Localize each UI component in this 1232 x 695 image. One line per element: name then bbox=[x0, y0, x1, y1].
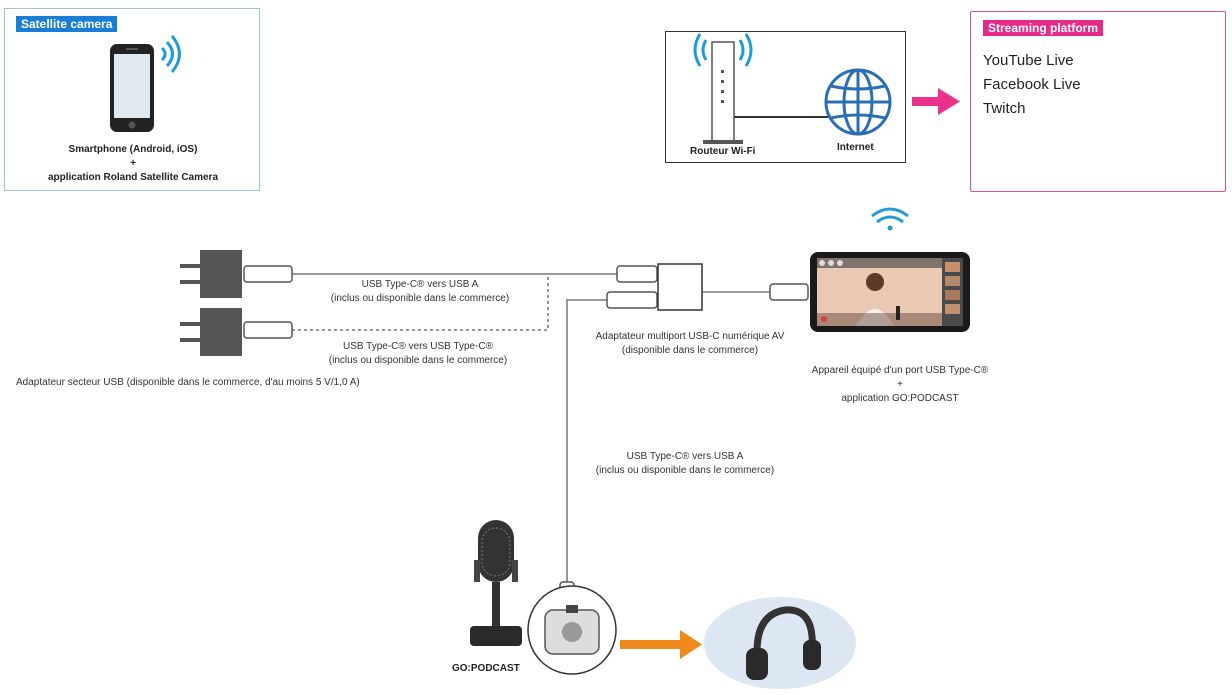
router-label: Routeur Wi-Fi bbox=[690, 146, 756, 157]
device-wifi-icon bbox=[871, 207, 909, 231]
globe-icon bbox=[824, 68, 892, 136]
router-icon bbox=[703, 41, 743, 144]
platform-youtube-live: YouTube Live bbox=[983, 52, 1074, 69]
device-icon bbox=[810, 252, 970, 332]
cable-usbc-usba-mic bbox=[566, 299, 607, 640]
platform-twitch: Twitch bbox=[983, 100, 1026, 117]
pink-arrow bbox=[912, 88, 960, 115]
cable-label-usba-top: USB Type-C® vers USB A (inclus ou dispon… bbox=[330, 279, 510, 304]
multiport-label: Adaptateur multiport USB-C numérique AV … bbox=[595, 331, 785, 356]
mic-detail-zoom-icon bbox=[527, 585, 617, 675]
router-wifi-icon bbox=[693, 33, 753, 67]
multiport-adapter-icon bbox=[657, 263, 703, 311]
mic-label: GO:PODCAST bbox=[452, 663, 520, 674]
cable-label-usbc: USB Type-C® vers USB Type-C® (inclus ou … bbox=[328, 341, 508, 366]
satellite-caption-plus: + bbox=[130, 158, 136, 169]
streaming-platform-box bbox=[970, 11, 1226, 192]
headphones-icon bbox=[746, 606, 821, 680]
orange-arrow bbox=[620, 630, 702, 659]
satellite-camera-box bbox=[4, 8, 260, 191]
smartphone-icon bbox=[110, 44, 154, 132]
microphone-icon bbox=[470, 520, 522, 646]
satellite-camera-tag: Satellite camera bbox=[16, 16, 118, 32]
power-adapter-label: Adaptateur secteur USB (disponible dans … bbox=[16, 377, 360, 388]
power-adapter-top-icon bbox=[180, 250, 242, 298]
connector-device bbox=[769, 283, 809, 301]
network-box bbox=[665, 31, 906, 163]
satellite-wifi-icon bbox=[160, 35, 181, 73]
device-label: Appareil équipé d'un port USB Type-C® + … bbox=[811, 365, 989, 404]
satellite-caption: Smartphone (Android, iOS) + application … bbox=[10, 143, 256, 185]
cable-label-usba-mic: USB Type-C® vers USB A (inclus ou dispon… bbox=[595, 451, 775, 476]
satellite-caption-line2: application Roland Satellite Camera bbox=[47, 172, 219, 183]
connector-adapter-top bbox=[243, 265, 293, 283]
power-adapter-bottom-icon bbox=[180, 308, 242, 356]
internet-label: Internet bbox=[837, 142, 874, 153]
platform-facebook-live: Facebook Live bbox=[983, 76, 1081, 93]
streaming-platform-tag: Streaming platform bbox=[983, 20, 1104, 36]
connector-adapter-bottom bbox=[243, 321, 293, 339]
connector-multiport-bottom bbox=[606, 291, 658, 309]
connector-multiport-top bbox=[616, 265, 658, 283]
cable-usbc-usbc-dashed bbox=[292, 274, 549, 331]
satellite-caption-line1: Smartphone (Android, iOS) bbox=[68, 144, 198, 155]
